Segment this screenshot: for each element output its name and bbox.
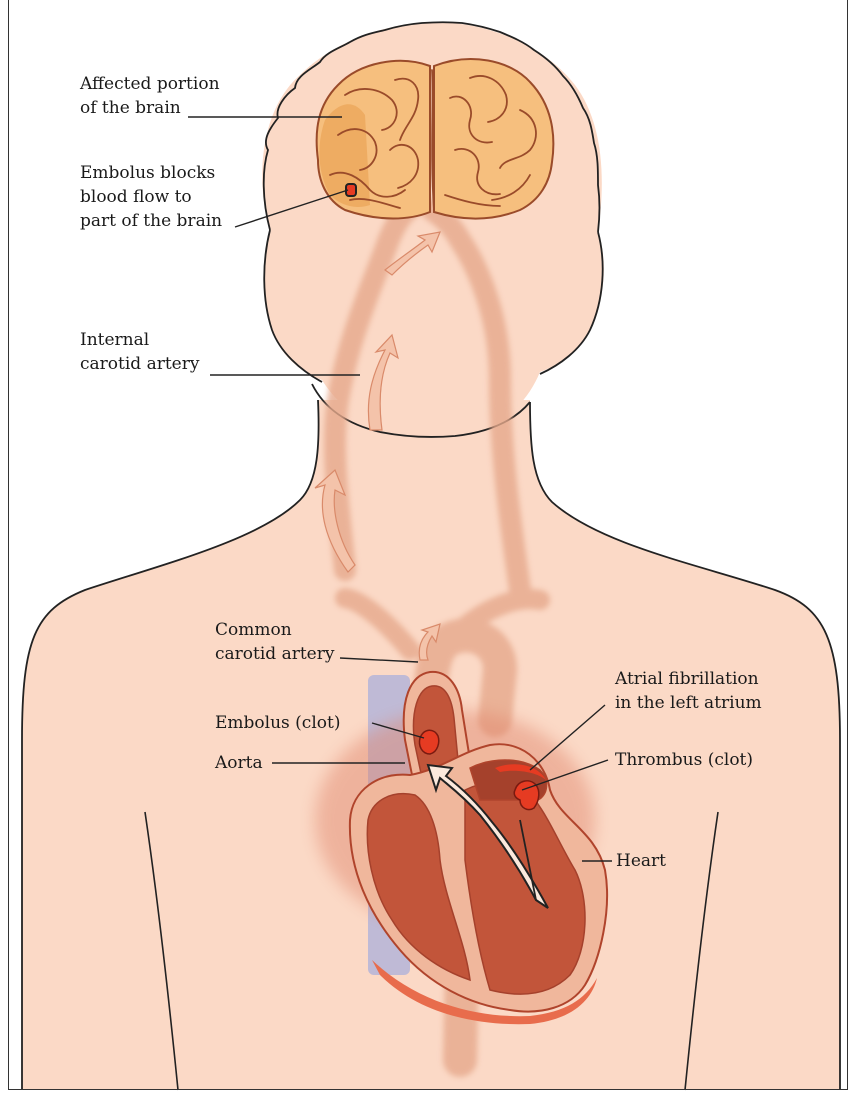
label-affected-portion: Affected portion of the brain bbox=[80, 72, 220, 120]
label-internal-carotid: Internal carotid artery bbox=[80, 328, 199, 376]
label-common-carotid: Common carotid artery bbox=[215, 618, 334, 666]
aorta-embolus bbox=[419, 730, 438, 754]
label-embolus-blocks: Embolus blocks blood flow to part of the… bbox=[80, 161, 222, 233]
label-aorta: Aorta bbox=[215, 751, 263, 775]
label-thrombus: Thrombus (clot) bbox=[615, 748, 753, 772]
label-embolus-clot: Embolus (clot) bbox=[215, 711, 340, 735]
label-heart: Heart bbox=[616, 849, 666, 873]
brain bbox=[317, 59, 554, 218]
label-atrial-fibrillation: Atrial fibrillation in the left atrium bbox=[615, 667, 762, 715]
